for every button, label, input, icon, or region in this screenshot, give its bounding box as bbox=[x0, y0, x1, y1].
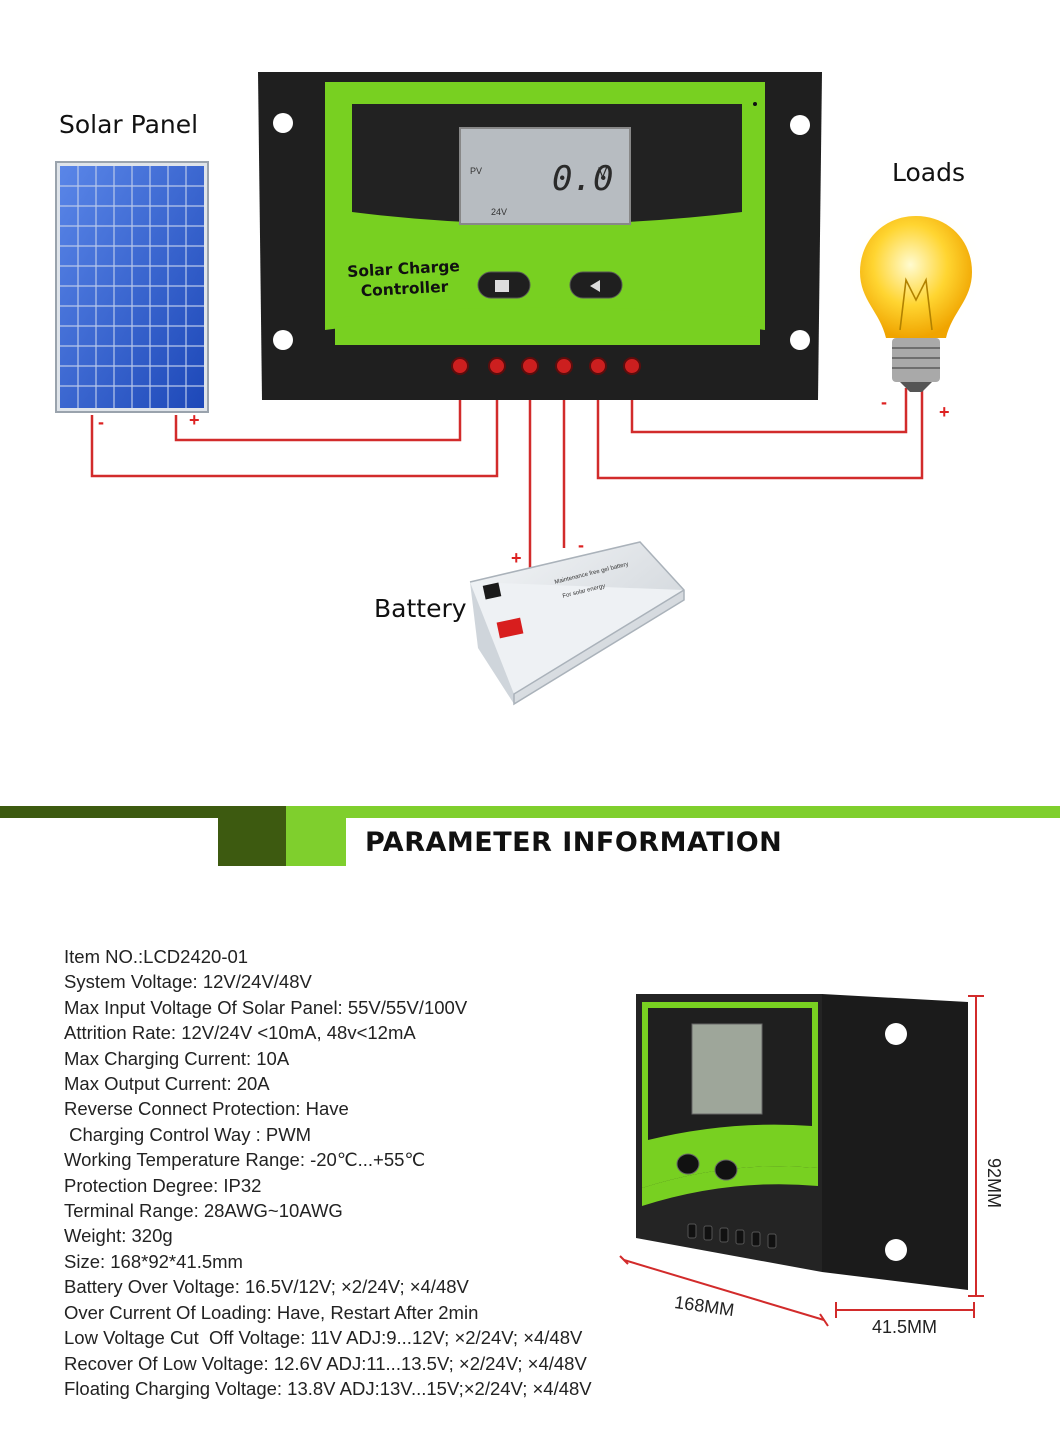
battery-plus-sign: + bbox=[511, 548, 522, 568]
spec-item: Attrition Rate: 12V/24V <10mA, 48v<12mA bbox=[64, 1022, 416, 1044]
dimension-height: 92MM bbox=[984, 1158, 1004, 1209]
wire-panel-minus bbox=[90, 368, 499, 478]
header-bar-light bbox=[286, 806, 1060, 818]
loads-label: Loads bbox=[892, 158, 965, 187]
lcd-reading: 0.0 bbox=[552, 159, 614, 199]
spec-item: Reverse Connect Protection: Have bbox=[64, 1098, 349, 1120]
light-bulb-image bbox=[846, 200, 986, 392]
load-plus-sign: + bbox=[939, 402, 950, 422]
spec-item: System Voltage: 12V/24V/48V bbox=[64, 971, 312, 993]
controller-printed-label: Solar Charge Controller bbox=[339, 256, 469, 303]
dimension-depth: 41.5MM bbox=[872, 1317, 938, 1337]
spec-item: Protection Degree: IP32 bbox=[64, 1174, 262, 1196]
solar-panel-image bbox=[55, 161, 209, 413]
spec-item: Working Temperature Range: -20℃...+55℃ bbox=[64, 1149, 426, 1171]
spec-item: Charging Control Way : PWM bbox=[64, 1123, 312, 1145]
spec-list: Item NO.:LCD2420-01 System Voltage: 12V/… bbox=[64, 944, 592, 1401]
wiring-diagram bbox=[55, 72, 986, 706]
spec-item: Over Current Of Loading: Have, Restart A… bbox=[64, 1301, 479, 1323]
spec-item: Max Output Current: 20A bbox=[64, 1073, 270, 1095]
spec-item: Low Voltage Cut Off Voltage: 11V ADJ:9..… bbox=[64, 1327, 583, 1349]
lcd-unit: V bbox=[598, 164, 608, 180]
spec-item: Battery Over Voltage: 16.5V/12V; ×2/24V;… bbox=[64, 1276, 469, 1298]
load-minus-sign: - bbox=[881, 392, 887, 412]
battery-image bbox=[469, 541, 685, 706]
lcd-pv-label: PV bbox=[470, 166, 483, 176]
menu-icon bbox=[495, 280, 509, 292]
battery-minus-sign: - bbox=[578, 535, 584, 555]
solar-panel-label: Solar Panel bbox=[59, 110, 199, 139]
panel-minus-sign: - bbox=[98, 412, 104, 432]
header-block-light bbox=[286, 806, 346, 866]
lcd-voltage: 24V bbox=[491, 207, 508, 217]
spec-item: Max Charging Current: 10A bbox=[64, 1047, 290, 1069]
spec-item: Weight: 320g bbox=[64, 1225, 173, 1247]
terminals bbox=[451, 357, 641, 375]
header-block-dark bbox=[218, 806, 286, 866]
spec-item: Terminal Range: 28AWG~10AWG bbox=[64, 1200, 343, 1222]
panel-plus-sign: + bbox=[189, 410, 200, 430]
spec-item: Max Input Voltage Of Solar Panel: 55V/55… bbox=[64, 996, 468, 1018]
spec-item: Recover Of Low Voltage: 12.6V ADJ:11...1… bbox=[64, 1352, 587, 1374]
wire-panel-plus bbox=[174, 368, 462, 442]
wire-load-plus bbox=[596, 368, 924, 480]
battery-label: Battery bbox=[374, 594, 467, 623]
spec-item: Item NO.:LCD2420-01 bbox=[64, 946, 249, 967]
spec-item: Floating Charging Voltage: 13.8V ADJ:13V… bbox=[64, 1377, 592, 1399]
spec-item: Size: 168*92*41.5mm bbox=[64, 1250, 243, 1272]
section-title: PARAMETER INFORMATION bbox=[365, 827, 783, 858]
product-dimension-drawing bbox=[619, 994, 984, 1327]
return-icon bbox=[590, 280, 600, 292]
charge-controller-image bbox=[258, 72, 822, 400]
